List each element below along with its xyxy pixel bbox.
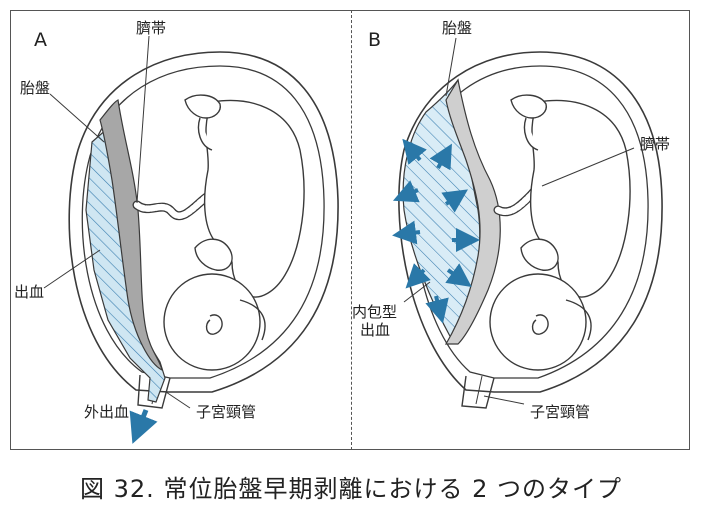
placenta-b — [444, 78, 501, 345]
panel-a-letter: A — [34, 29, 47, 51]
panel-b-placenta-label: 胎盤 — [442, 19, 473, 37]
placenta-a — [99, 99, 163, 372]
panel-b-drawing — [392, 37, 663, 409]
panel-divider — [351, 10, 352, 450]
panel-b-letter: B — [368, 29, 382, 51]
cervix-b — [461, 375, 495, 409]
cervix-a — [137, 374, 171, 409]
uterus-inner-wall-a — [81, 65, 325, 379]
panel-a-placenta-label: 胎盤 — [20, 79, 51, 97]
fetus-a — [163, 94, 305, 371]
figure-caption: 図 32. 常位胎盤早期剥離における 2 つのタイプ — [80, 475, 622, 503]
panel-a-external-hemorrhage-label: 外出血 — [84, 403, 130, 421]
panel-a-hemorrhage-label: 出血 — [14, 283, 45, 301]
panel-a-drawing — [43, 35, 339, 444]
panel-a-umbilical-cord-label: 臍帯 — [136, 19, 167, 37]
uterus-outer-wall-a — [68, 51, 339, 393]
panel-b-cervical-canal-label: 子宮頸管 — [530, 403, 591, 421]
panel-b-umbilical-cord-label: 臍帯 — [640, 135, 671, 153]
panel-b-concealed-hemorrhage-label-1: 内包型 — [352, 303, 398, 321]
fetus-b — [489, 94, 631, 371]
panel-b-concealed-hemorrhage-label-2: 出血 — [360, 321, 391, 339]
external-bleed-arrow — [129, 409, 158, 444]
figure-frame — [10, 10, 690, 450]
pressure-arrows — [392, 138, 480, 324]
panel-a-cervical-canal-label: 子宮頸管 — [196, 403, 257, 421]
